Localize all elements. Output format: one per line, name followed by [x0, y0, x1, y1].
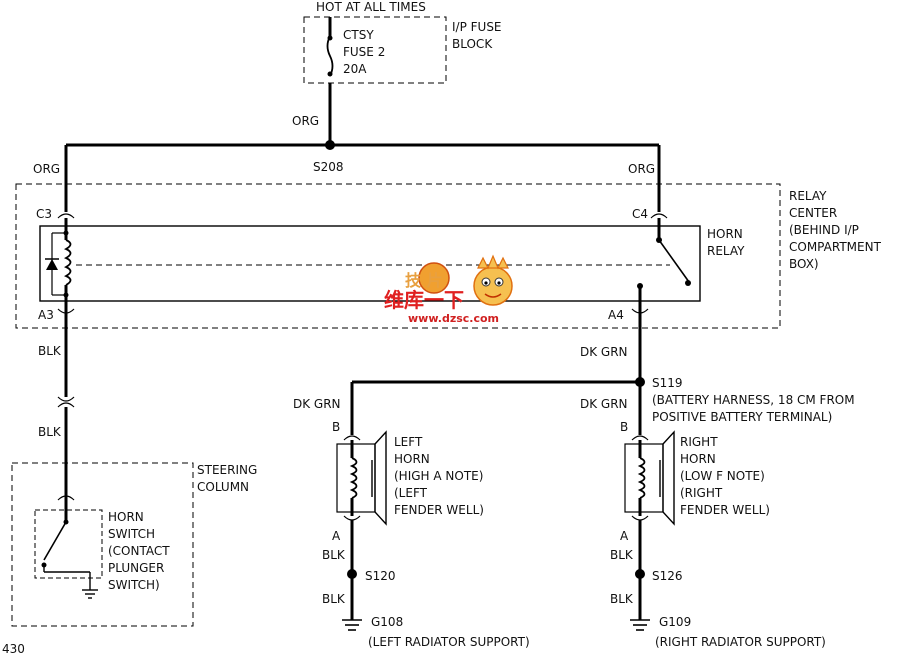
wire-color-blk-left-horn-upper: BLK	[322, 548, 346, 562]
right-horn-pin-a: A	[620, 529, 629, 543]
right-horn-pin-b: B	[620, 420, 628, 434]
left-horn-pin-b: B	[332, 420, 340, 434]
right-horn-label-line4: (RIGHT	[680, 486, 723, 500]
relay-center-outline	[15, 183, 781, 329]
fuse-name-line2: FUSE 2	[343, 45, 385, 59]
relay-contact-switch	[637, 218, 691, 301]
right-horn-label-line5: FENDER WELL)	[680, 503, 770, 517]
connector-c3-label: C3	[36, 207, 52, 221]
connector-c3-symbol	[57, 213, 75, 219]
ground-g109-symbol	[630, 619, 650, 631]
ground-g108-label: G108	[371, 615, 403, 629]
left-horn-label-line5: FENDER WELL)	[394, 503, 484, 517]
splice-s208-label: S208	[313, 160, 344, 174]
connector-a4-label: A4	[608, 308, 624, 322]
fuse-name-line1: CTSY	[343, 28, 374, 42]
wire-color-dkgrn-right: DK GRN	[580, 397, 628, 411]
relay-center-label-line4: COMPARTMENT	[789, 240, 882, 254]
horn-relay-label-line2: RELAY	[707, 244, 745, 258]
wire-color-dkgrn-top: DK GRN	[580, 345, 628, 359]
relay-coil	[45, 218, 72, 301]
left-horn-label-line3: (HIGH A NOTE)	[394, 469, 483, 483]
fuse-block-label-line2: BLOCK	[452, 37, 493, 51]
fuse-block-label-line1: I/P FUSE	[452, 20, 502, 34]
right-horn-connector-a	[631, 515, 649, 521]
ground-g108-desc: (LEFT RADIATOR SUPPORT)	[368, 635, 530, 649]
horn-switch-connector-symbol	[57, 495, 75, 501]
left-horn-label-line2: HORN	[394, 452, 430, 466]
splice-s120-dot	[347, 569, 357, 579]
watermark-brand-text: 维库一下	[384, 288, 464, 312]
svg-text:技 片: 技 片	[405, 271, 443, 290]
splice-s119-label: S119	[652, 376, 683, 390]
connector-c4-label: C4	[632, 207, 648, 221]
relay-center-label-line2: CENTER	[789, 206, 837, 220]
right-horn-label-line1: RIGHT	[680, 435, 718, 449]
relay-center-label-line5: BOX)	[789, 257, 819, 271]
fuse-symbol	[326, 17, 334, 77]
wire-color-org-right: ORG	[628, 162, 655, 176]
horn-switch-label-line3: (CONTACT	[108, 544, 170, 558]
horn-switch-label-line5: SWITCH)	[108, 578, 160, 592]
inline-connector-symbol-bottom	[57, 402, 75, 408]
steering-column-outline	[11, 462, 194, 627]
hot-at-all-times-label: HOT AT ALL TIMES	[316, 0, 426, 14]
horn-switch-label-line2: SWITCH	[108, 527, 155, 541]
splice-s120-label: S120	[365, 569, 396, 583]
wire-color-org-left: ORG	[33, 162, 60, 176]
splice-s126-dot	[635, 569, 645, 579]
steering-column-label-line2: COLUMN	[197, 480, 249, 494]
wire-color-blk-lower: BLK	[38, 425, 62, 439]
horn-switch-label-line4: PLUNGER	[108, 561, 164, 575]
left-horn-label-line1: LEFT	[394, 435, 423, 449]
watermark-logo: 技 片 维库一下 www.dzsc.com	[384, 254, 513, 325]
right-horn-label-line3: (LOW F NOTE)	[680, 469, 765, 483]
horn-relay-box	[39, 225, 701, 302]
connector-c4-symbol	[650, 213, 668, 219]
ground-g108-symbol	[342, 619, 362, 631]
right-horn-label-line2: HORN	[680, 452, 716, 466]
inline-connector-symbol-top	[57, 396, 75, 402]
left-horn-connector-b	[343, 435, 361, 441]
horn-switch-symbol	[34, 500, 103, 599]
page-number: 430	[2, 642, 25, 654]
ip-fuse-block-outline	[303, 16, 447, 84]
right-horn-connector-b	[631, 435, 649, 441]
ground-g109-label: G109	[659, 615, 691, 629]
splice-s119-desc-line2: POSITIVE BATTERY TERMINAL)	[652, 410, 832, 424]
wire-color-org-top: ORG	[292, 114, 319, 128]
relay-center-label-line3: (BEHIND I/P	[789, 223, 859, 237]
fuse-rating: 20A	[343, 62, 367, 76]
wire-color-dkgrn-left: DK GRN	[293, 397, 341, 411]
horn-relay-label-line1: HORN	[707, 227, 743, 241]
splice-s208-dot	[325, 140, 335, 150]
splice-s119-desc-line1: (BATTERY HARNESS, 18 CM FROM	[652, 393, 855, 407]
watermark-url: www.dzsc.com	[408, 312, 499, 325]
left-horn-symbol	[336, 430, 387, 526]
wire-color-blk-right-horn-upper: BLK	[610, 548, 634, 562]
wire-color-blk-upper: BLK	[38, 344, 62, 358]
connector-a3-label: A3	[38, 308, 54, 322]
steering-column-label-line1: STEERING	[197, 463, 257, 477]
ground-g109-desc: (RIGHT RADIATOR SUPPORT)	[655, 635, 826, 649]
relay-center-label-line1: RELAY	[789, 189, 827, 203]
splice-s126-label: S126	[652, 569, 683, 583]
left-horn-pin-a: A	[332, 529, 341, 543]
left-horn-label-line4: (LEFT	[394, 486, 428, 500]
left-horn-connector-a	[343, 515, 361, 521]
wire-color-blk-left-horn-lower: BLK	[322, 592, 346, 606]
horn-switch-label-line1: HORN	[108, 510, 144, 524]
right-horn-symbol	[624, 430, 675, 526]
wire-color-blk-right-horn-lower: BLK	[610, 592, 634, 606]
